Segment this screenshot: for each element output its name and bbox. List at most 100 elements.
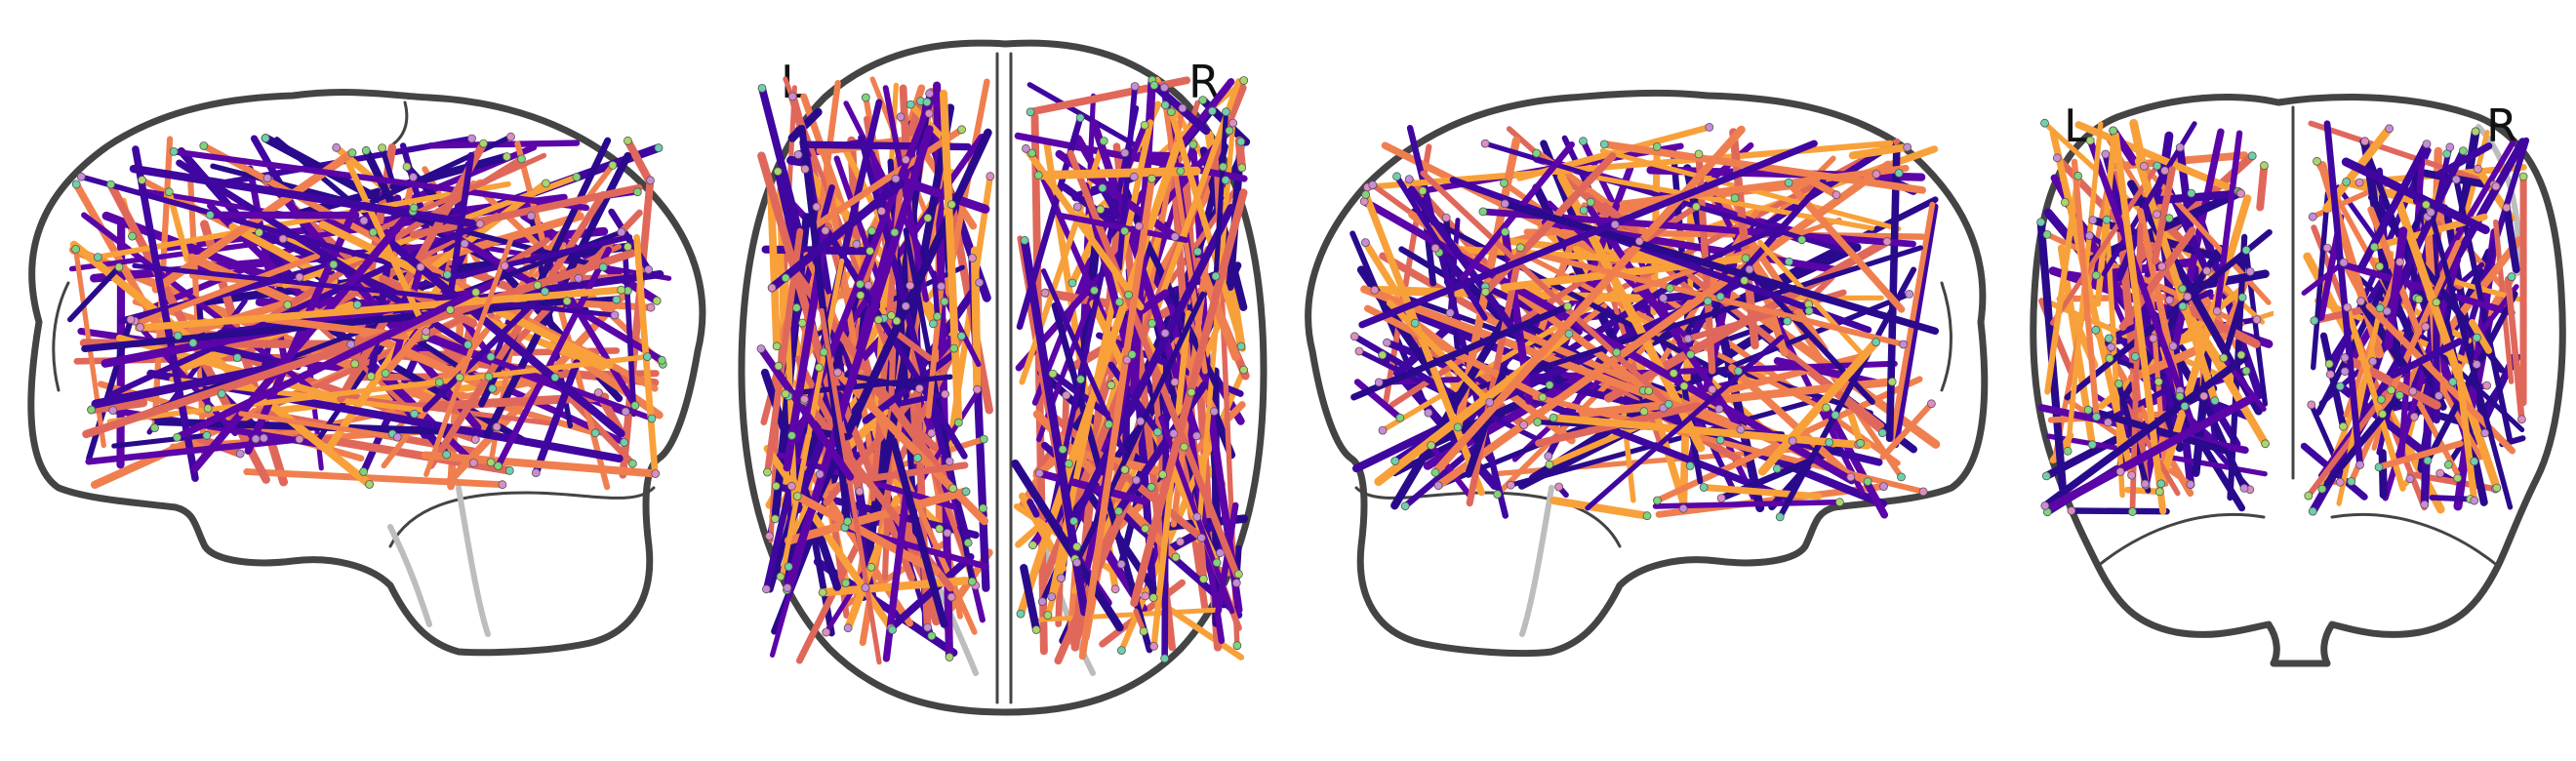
network-node: [2451, 175, 2461, 184]
network-node: [773, 167, 783, 177]
network-node: [392, 432, 402, 442]
network-node: [1034, 468, 1044, 478]
network-node: [562, 297, 572, 306]
connection-edge: [1386, 300, 1494, 406]
network-node: [776, 572, 785, 581]
connection-edge: [1393, 173, 1488, 321]
connection-edge: [1822, 404, 1889, 519]
network-node: [2083, 405, 2093, 415]
network-node: [967, 577, 977, 586]
network-node: [1804, 306, 1814, 316]
network-node: [332, 142, 342, 152]
network-node: [1872, 170, 1881, 179]
connection-edge: [1807, 177, 1840, 199]
network-node: [1664, 399, 1673, 409]
network-node: [843, 517, 853, 526]
network-node: [1232, 641, 1242, 651]
sagittal-left-cerebellum: [388, 486, 656, 548]
connection-edge: [2435, 142, 2493, 179]
network-node: [2199, 391, 2209, 401]
network-node: [106, 180, 115, 189]
network-node: [1120, 464, 1130, 474]
network-node: [1234, 570, 1243, 579]
network-node: [1096, 205, 1106, 215]
network-node: [164, 187, 174, 197]
network-node: [76, 172, 86, 181]
network-node: [1730, 193, 1740, 203]
network-node: [1532, 148, 1542, 158]
network-node: [2516, 415, 2526, 424]
network-node: [2445, 142, 2455, 152]
network-node: [821, 225, 830, 235]
network-node: [787, 431, 796, 440]
network-node: [1237, 163, 1247, 173]
network-node: [1705, 122, 1714, 132]
connection-edge: [1430, 125, 1746, 477]
network-node: [646, 176, 655, 185]
network-node: [1104, 420, 1113, 429]
connection-edge: [2375, 440, 2464, 471]
network-node: [652, 296, 662, 305]
network-node: [1905, 289, 1914, 299]
network-node: [93, 253, 102, 262]
network-node: [1515, 243, 1525, 253]
network-node: [852, 239, 862, 249]
connection-edge: [2387, 177, 2502, 493]
network-node: [2109, 126, 2118, 136]
network-node: [2127, 470, 2137, 480]
network-node: [2374, 462, 2384, 472]
network-node: [913, 453, 922, 462]
network-node: [1822, 403, 1831, 413]
network-node: [295, 434, 304, 444]
network-node: [1506, 480, 1515, 490]
network-node: [350, 359, 360, 369]
network-node: [410, 409, 420, 419]
network-node: [1433, 481, 1443, 491]
connection-edge: [2428, 209, 2514, 510]
network-node: [1374, 378, 1384, 387]
network-node: [2127, 507, 2137, 516]
network-node: [925, 89, 934, 99]
network-node: [954, 418, 963, 427]
connection-edge: [887, 552, 975, 632]
network-node: [762, 584, 771, 594]
connection-edge: [1728, 364, 1855, 481]
network-node: [2140, 479, 2150, 489]
network-node: [923, 622, 933, 632]
connection-edge: [2356, 297, 2411, 374]
network-node: [1863, 477, 1872, 487]
network-node: [203, 404, 213, 414]
network-node: [866, 562, 876, 572]
network-node: [1040, 288, 1050, 298]
network-node: [542, 179, 550, 188]
network-node: [1027, 148, 1036, 158]
network-node: [1430, 467, 1440, 477]
connection-edge: [793, 492, 941, 576]
network-node: [1669, 369, 1678, 379]
network-node: [1445, 308, 1455, 318]
network-node: [815, 469, 825, 479]
network-node: [1075, 113, 1085, 123]
connection-edge: [2325, 275, 2387, 368]
network-node: [1480, 139, 1490, 148]
connection-edge: [1407, 185, 1523, 341]
network-node: [2472, 333, 2481, 342]
network-node: [2492, 483, 2502, 493]
network-node: [1368, 180, 1378, 190]
network-node: [2152, 210, 2161, 220]
network-node: [2091, 325, 2101, 335]
network-node: [1887, 377, 1897, 386]
network-node: [128, 231, 137, 241]
network-node: [2335, 381, 2345, 391]
network-node: [2180, 401, 2190, 411]
network-node: [1882, 237, 1892, 246]
network-node: [1072, 202, 1082, 212]
connection-edge: [1168, 108, 1246, 352]
network-node: [1197, 533, 1206, 542]
network-node: [2356, 297, 2366, 306]
network-node: [463, 340, 473, 349]
connection-edge: [1358, 140, 1818, 329]
network-node: [617, 227, 626, 237]
network-node: [1666, 283, 1674, 293]
